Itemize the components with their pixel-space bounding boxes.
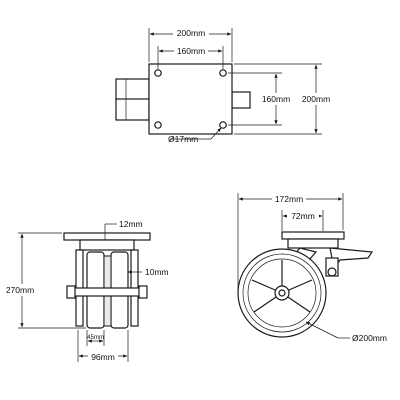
bolt-hole-top-right: [219, 69, 227, 77]
top-view: 200mm 160mm 160mm 200mm Ø17mm: [115, 27, 333, 144]
front-axle-nut-right: [138, 285, 148, 299]
front-top-plate: [63, 232, 151, 241]
side-wheel-hub: [274, 285, 290, 301]
side-wheel-axle: [278, 289, 286, 297]
dim-tread-width: 45mm: [87, 335, 104, 341]
dim-plate-width: 200mm: [177, 28, 205, 38]
dim-kingpin-offset: 72mm: [291, 211, 315, 221]
top-stub-right: [231, 91, 251, 109]
bolt-hole-bottom-left: [154, 121, 162, 129]
dim-overall-width: 96mm: [91, 352, 115, 362]
dim-swivel-offset: 172mm: [275, 194, 303, 204]
dim-bolt-spacing-y: 160mm: [262, 94, 290, 104]
top-stub-lower: [115, 98, 150, 121]
dim-total-height: 270mm: [6, 285, 34, 295]
side-wheel-tread: [242, 253, 322, 333]
side-view: 172mm 72mm Ø200mm: [237, 193, 387, 343]
side-brake-pivot: [327, 267, 337, 277]
front-axle-nut-left: [66, 285, 76, 299]
side-top-plate: [281, 231, 345, 240]
bolt-hole-bottom-right: [219, 121, 227, 129]
front-axle: [69, 287, 145, 297]
dim-wheel-diameter: Ø200mm: [352, 333, 387, 343]
top-stub-upper: [115, 78, 150, 101]
dim-plate-height: 200mm: [302, 94, 330, 104]
front-view: 12mm 10mm 270mm 45mm 96mm: [3, 219, 169, 362]
dim-wheel-offset: 10mm: [145, 267, 169, 277]
side-swivel-head: [287, 238, 339, 249]
bolt-hole-top-left: [154, 69, 162, 77]
side-wheel-rim: [247, 258, 317, 328]
dim-hole-diameter: Ø17mm: [168, 134, 198, 144]
top-plate: [148, 63, 233, 135]
dim-axle-boss: 12mm: [119, 219, 143, 229]
dim-bolt-spacing-x: 160mm: [177, 46, 205, 56]
front-swivel-head: [79, 239, 135, 251]
